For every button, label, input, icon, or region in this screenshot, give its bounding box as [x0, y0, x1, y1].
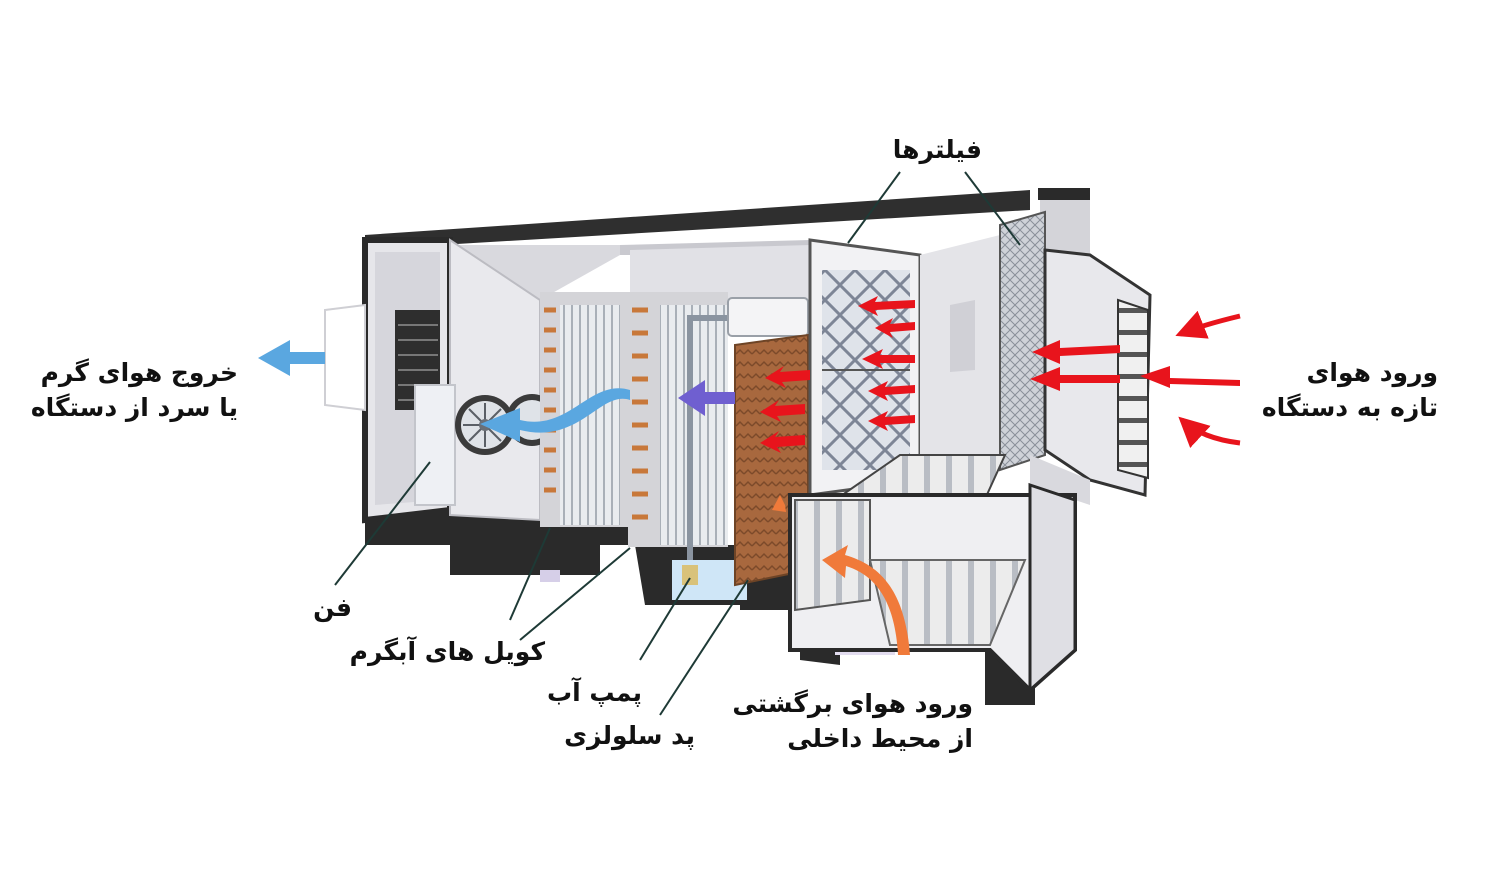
coil-icon: [628, 245, 810, 547]
filter-icon: [999, 210, 1046, 472]
cellulose-pad-label: پد سلولزی: [540, 718, 695, 753]
water-pump-label: پمپ آب: [510, 675, 642, 710]
fan-label: فن: [290, 590, 352, 625]
unit-cabinet: [324, 188, 1152, 705]
hot-water-coils-label: کویل های آبگرم: [330, 634, 545, 669]
hot-water-coils-label-text: کویل های آبگرم: [349, 637, 545, 666]
outlet-line-1: خروج هوای گرم: [40, 358, 238, 387]
fresh-air-inlet-line-2: تازه به دستگاه: [1261, 393, 1438, 422]
airflow-arrows: [258, 296, 1241, 655]
damper-icon: [1117, 298, 1149, 480]
outlet-label: خروج هوای گرم یا سرد از دستگاه: [22, 355, 238, 425]
return-air-inlet-line-1: ورود هوای برگشتی: [732, 689, 973, 718]
fan-label-text: فن: [313, 593, 352, 622]
leader-lines: [334, 171, 1021, 716]
filters-label: فیلترها: [870, 132, 982, 167]
outlet-line-2: یا سرد از دستگاه: [30, 393, 238, 422]
fresh-air-inlet-line-1: ورود هوای: [1306, 358, 1439, 387]
fresh-air-inlet-label: ورود هوای تازه به دستگاه: [1240, 355, 1438, 425]
filters-label-text: فیلترها: [892, 135, 982, 164]
return-air-inlet-label: ورود هوای برگشتی از محیط داخلی: [725, 686, 973, 756]
return-air-inlet-line-2: از محیط داخلی: [787, 724, 973, 753]
water-pump-label-text: پمپ آب: [546, 678, 642, 707]
cellulose-pad-label-text: پد سلولزی: [564, 721, 695, 750]
